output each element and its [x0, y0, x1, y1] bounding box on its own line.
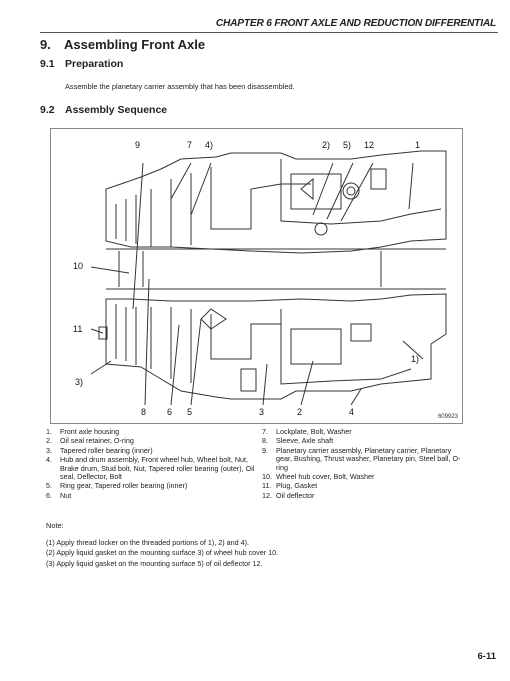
notes-list: (1) Apply thread locker on the threaded … [46, 538, 278, 569]
part-number: 2. [46, 436, 52, 446]
part-text: Planetary carrier assembly, Planetary ca… [276, 445, 461, 472]
parts-list-right: 7. Lockplate, Bolt, Washer 8. Sleeve, Axle… [262, 427, 462, 501]
list-item: 9. Planetary carrier assembly, Planetary … [262, 445, 462, 472]
page-title: 9. Assembling Front Axle [40, 37, 205, 52]
parts-list-left: 1. Front axle housing 2. Oil seal retainer… [46, 427, 256, 501]
section-preparation-heading: 9.1 Preparation [40, 58, 123, 70]
front-axle-assembly-diagram: 9 7 4) 2) 5) 12 1 10 11 3) 1) 8 6 5 3 2 … [50, 128, 463, 424]
callout-8: 8 [141, 407, 147, 417]
section-label: Preparation [65, 58, 124, 70]
callout-2-note: 2) [322, 140, 331, 150]
title-text: Assembling Front Axle [64, 37, 206, 52]
list-item: (2) Apply liquid gasket on the mounting … [46, 548, 279, 558]
part-text: Nut [60, 490, 72, 500]
part-number: 8. [262, 436, 268, 446]
callout-9: 9 [135, 140, 141, 150]
list-item: 2. Oil seal retainer, O-ring [46, 436, 256, 446]
callout-4: 4 [349, 407, 355, 417]
list-item: 5. Ring gear, Tapered roller bearing (inn… [46, 481, 256, 491]
header-rule [40, 32, 498, 33]
note-title: Note: [46, 521, 64, 530]
list-item: 8. Sleeve, Axle shaft [262, 436, 462, 446]
callout-12: 12 [364, 140, 375, 150]
part-text: Plug, Gasket [276, 481, 318, 491]
callout-10: 10 [73, 261, 84, 271]
preparation-text: Assemble the planetary carrier assembly … [65, 82, 295, 91]
list-item: 12. Oil deflector [262, 490, 462, 500]
callout-5-note: 5) [343, 140, 352, 150]
part-number: 1. [46, 427, 52, 436]
part-number: 4. [46, 455, 52, 465]
part-number: 11. [262, 481, 272, 491]
part-text: Wheel hub cover, Bolt, Washer [276, 472, 375, 482]
axle-cross-section-drawing [90, 150, 447, 406]
list-item: 1. Front axle housing [46, 427, 256, 436]
part-number: 7. [262, 427, 268, 436]
list-item: (1) Apply thread locker on the threaded … [46, 538, 249, 547]
part-number: 3. [46, 445, 52, 455]
section-number: 9.1 [40, 58, 55, 70]
list-item: 4. Hub and drum assembly, Front wheel hub… [46, 455, 256, 482]
part-number: 10. [262, 472, 272, 482]
list-item: 7. Lockplate, Bolt, Washer [262, 427, 462, 436]
callout-7: 7 [187, 140, 193, 150]
title-number: 9. [40, 37, 51, 52]
list-item: (3) Apply liquid gasket on the mounting … [46, 558, 263, 568]
part-text: Front axle housing [60, 427, 120, 436]
part-text: Ring gear, Tapered roller bearing (inner… [60, 481, 188, 491]
part-number: 6. [46, 490, 52, 500]
callout-3-note: 3) [75, 377, 84, 387]
part-number: 12. [262, 490, 272, 500]
list-item: 3. Tapered roller bearing (inner) [46, 445, 256, 455]
callout-1: 1 [415, 140, 421, 150]
part-number: 9. [262, 445, 268, 455]
part-text: Hub and drum assembly, Front wheel hub, … [60, 455, 255, 482]
list-item: 10. Wheel hub cover, Bolt, Washer [262, 472, 462, 482]
part-number: 5. [46, 481, 52, 491]
part-text: Sleeve, Axle shaft [276, 436, 334, 446]
part-text: Tapered roller bearing (inner) [60, 445, 153, 455]
part-text: Oil deflector [276, 490, 315, 500]
page-number: 6-11 [477, 651, 497, 662]
section-number: 9.2 [40, 104, 55, 116]
callout-3: 3 [259, 407, 265, 417]
figure-id: 609923 [437, 414, 458, 420]
list-item: 11. Plug, Gasket [262, 481, 462, 491]
section-label: Assembly Sequence [65, 104, 168, 116]
part-text: Lockplate, Bolt, Washer [276, 427, 352, 436]
chapter-header: CHAPTER 6 FRONT AXLE AND REDUCTION DIFFE… [215, 18, 496, 29]
callout-2: 2 [297, 407, 303, 417]
callout-1-note: 1) [411, 354, 420, 364]
callout-6: 6 [167, 407, 173, 417]
section-assembly-heading: 9.2 Assembly Sequence [40, 104, 167, 116]
list-item: 6. Nut [46, 490, 256, 500]
callout-5: 5 [187, 407, 193, 417]
callout-4-note: 4) [205, 140, 214, 150]
part-text: Oil seal retainer, O-ring [60, 436, 134, 446]
callout-11: 11 [73, 324, 83, 334]
